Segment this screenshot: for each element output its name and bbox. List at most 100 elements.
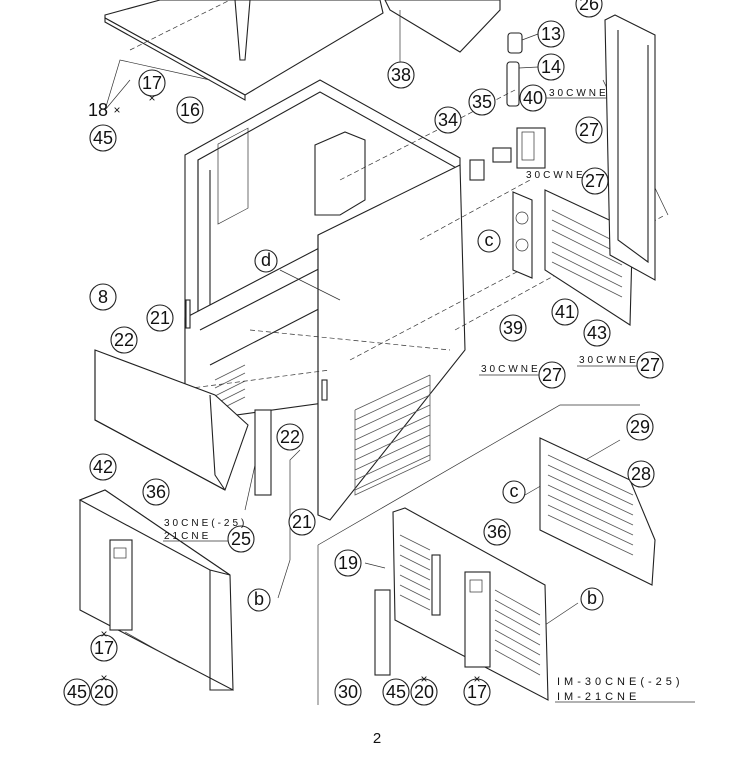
note-30cwne: 30CWNE (579, 355, 639, 366)
svg-text:17: 17 (94, 638, 114, 658)
callout-30: 30 (334, 678, 362, 706)
callout-41: 41 (551, 298, 579, 326)
callout-16: 16 (176, 96, 204, 124)
callout-36: 36 (483, 518, 511, 546)
lower-front-panel-part (374, 507, 549, 701)
svg-text:34: 34 (438, 110, 458, 130)
svg-text:27: 27 (542, 365, 562, 385)
svg-text:22: 22 (280, 427, 300, 447)
svg-text:14: 14 (541, 57, 561, 77)
svg-text:29: 29 (630, 417, 650, 437)
svg-text:16: 16 (180, 100, 200, 120)
svg-text:b: b (254, 589, 264, 609)
valve-parts (469, 127, 546, 181)
callout-17: 17× (90, 627, 118, 662)
svg-text:36: 36 (146, 482, 166, 502)
rear-grille-panel-part (539, 437, 656, 586)
svg-text:×: × (473, 672, 480, 686)
pipe-fitting-part (506, 32, 539, 107)
svg-text:35: 35 (472, 92, 492, 112)
callout-45: 45 (89, 124, 117, 152)
callout-45: 45 (382, 678, 410, 706)
note-30cwne: 30CWNE (481, 364, 541, 375)
bar-part (254, 409, 272, 496)
svg-text:27: 27 (585, 171, 605, 191)
callout-c: c (477, 229, 501, 253)
louver-panel-part (94, 349, 249, 491)
callout-28: 28 (627, 460, 655, 488)
svg-text:8: 8 (98, 287, 108, 307)
callouts: 13 14 17× 16 18× 45 38 35 40 34 27 27 c … (63, 0, 664, 706)
svg-text:27: 27 (640, 355, 660, 375)
callout-27: 27 (538, 361, 566, 389)
callout-42: 42 (89, 453, 117, 481)
callout-27: 27 (575, 116, 603, 144)
svg-text:19: 19 (338, 553, 358, 573)
note-21cne: 21CNE (164, 531, 211, 542)
callout-20: 20× (410, 672, 438, 706)
svg-text:20: 20 (414, 682, 434, 702)
callout-22: 22 (276, 423, 304, 451)
side-panel-part (185, 131, 466, 521)
callout-20: 20× (90, 671, 118, 706)
svg-text:17: 17 (142, 73, 162, 93)
callout-b: b (247, 588, 271, 612)
svg-text:40: 40 (523, 88, 543, 108)
callout-29: 29 (626, 413, 654, 441)
front-panel-part (78, 489, 234, 691)
svg-text:18: 18 (88, 100, 108, 120)
callout-8: 8 (89, 283, 117, 311)
svg-text:28: 28 (631, 464, 651, 484)
svg-text:b: b (587, 588, 597, 608)
svg-text:26: 26 (579, 0, 599, 14)
model-label-im-30cne: IM-30CNE(-25) (557, 676, 684, 688)
svg-text:20: 20 (94, 682, 114, 702)
callout-18: 18× (88, 100, 121, 120)
svg-text:41: 41 (555, 302, 575, 322)
callout-21: 21 (146, 304, 174, 332)
svg-text:×: × (148, 91, 155, 105)
svg-text:21: 21 (150, 308, 170, 328)
callout-21: 21 (288, 508, 316, 536)
svg-text:17: 17 (467, 682, 487, 702)
callout-27: 27 (581, 167, 609, 195)
svg-text:27: 27 (579, 120, 599, 140)
note-30cwne: 30CWNE (549, 88, 609, 99)
callout-13: 13 (537, 20, 565, 48)
svg-text:39: 39 (503, 318, 523, 338)
svg-text:d: d (261, 250, 271, 270)
svg-text:42: 42 (93, 457, 113, 477)
callout-45: 45 (63, 678, 91, 706)
svg-text:30: 30 (338, 682, 358, 702)
callout-19: 19 (334, 549, 362, 577)
callout-26: 26 (575, 0, 603, 18)
svg-text:43: 43 (587, 323, 607, 343)
svg-text:×: × (100, 627, 107, 641)
model-label-im-21cne: IM-21CNE (557, 691, 640, 703)
callout-b: b (580, 587, 604, 611)
callout-d: d (254, 249, 278, 273)
callout-17: 17× (463, 672, 491, 706)
svg-text:×: × (100, 671, 107, 685)
callout-c: c (502, 480, 526, 504)
svg-text:38: 38 (391, 65, 411, 85)
callout-39: 39 (499, 314, 527, 342)
note-30cwne: 30CWNE (526, 170, 586, 181)
svg-text:45: 45 (386, 682, 406, 702)
plate-part (512, 191, 533, 279)
callout-17: 17× (138, 69, 166, 105)
callout-40: 40 (519, 84, 547, 112)
callout-25: 25 (227, 525, 255, 553)
note-30cne-25: 30CNE(-25) (164, 518, 247, 529)
page-number: 2 (373, 730, 381, 747)
callout-35: 35 (468, 88, 496, 116)
callout-27: 27 (636, 351, 664, 379)
top-bracket-part (384, 0, 501, 62)
model-notes: 30CWNE 30CWNE 30CWNE 30CWNE 30CNE(-25) 2… (163, 88, 695, 703)
svg-text:45: 45 (93, 128, 113, 148)
callout-36: 36 (142, 478, 170, 506)
callout-38: 38 (387, 61, 415, 89)
svg-text:13: 13 (541, 24, 561, 44)
callout-22: 22 (110, 326, 138, 354)
